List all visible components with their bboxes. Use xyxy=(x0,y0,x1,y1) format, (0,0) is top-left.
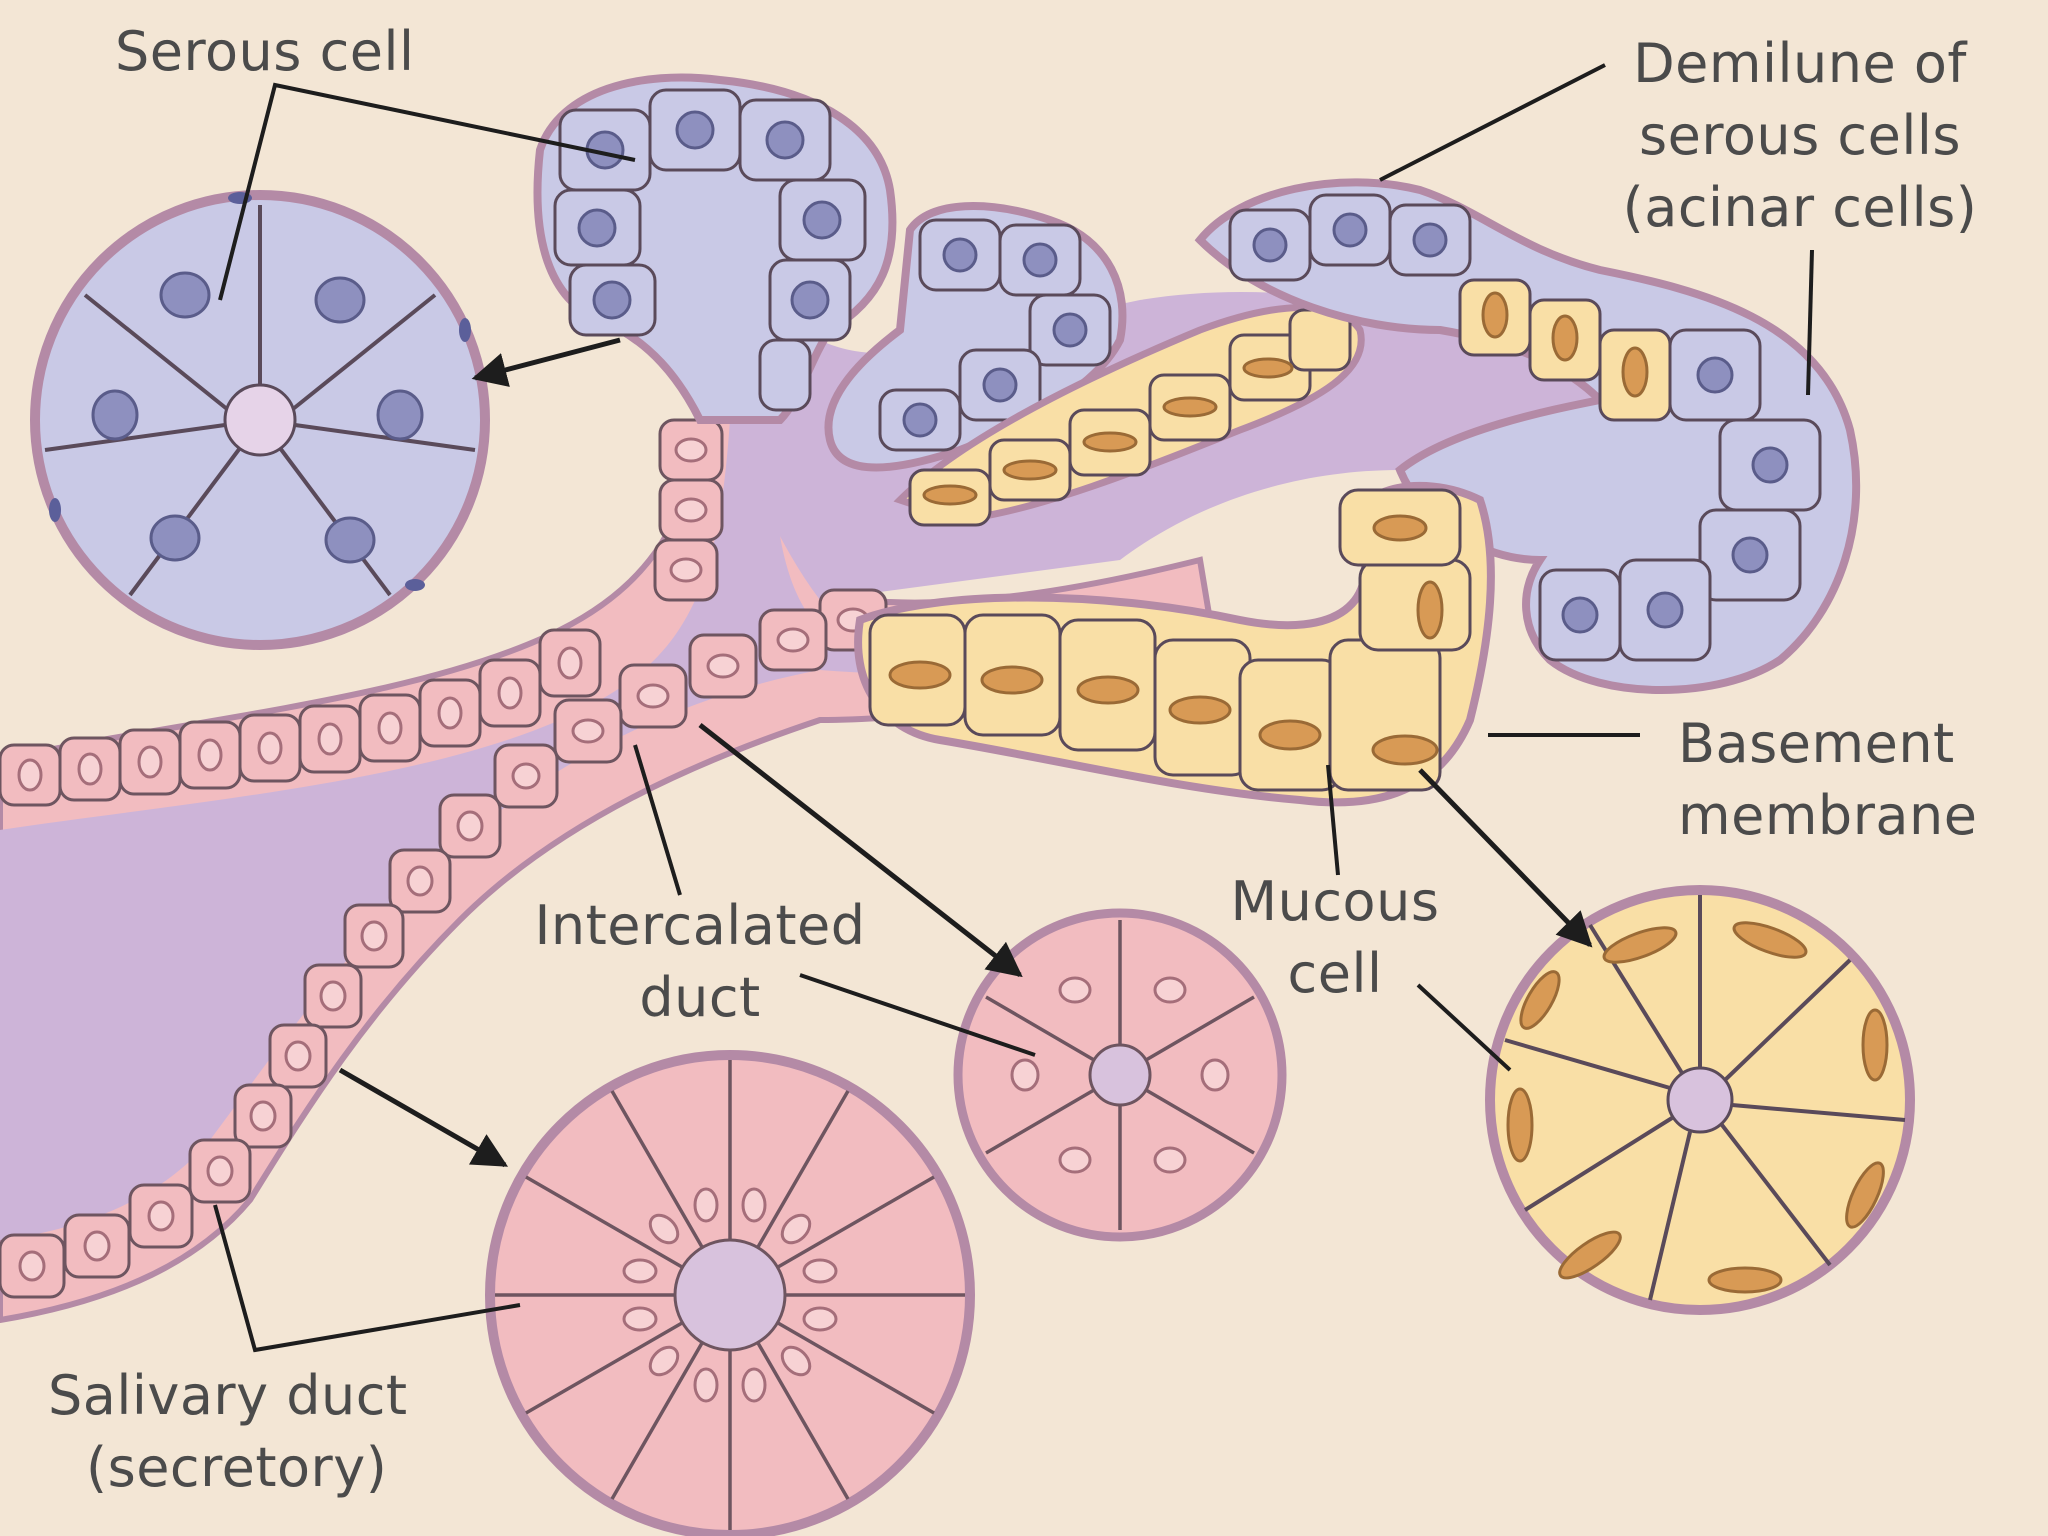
label-intercalated-line1: Intercalated xyxy=(534,894,866,957)
arrow-to-serous-cross xyxy=(471,337,621,387)
duct-cell-nuclei-lower xyxy=(18,607,870,1282)
leader-serous-cell xyxy=(218,82,636,301)
leader-lines xyxy=(213,63,1814,1353)
label-salivary-duct: Salivary duct (secretory) xyxy=(48,1360,408,1504)
label-basement-line1: Basement xyxy=(1678,712,1955,775)
label-serous-cell: Serous cell xyxy=(115,20,415,83)
arrow-to-salivary-cross xyxy=(338,1067,509,1168)
label-demilune: Demilune of serous cells (acinar cells) xyxy=(1600,28,2000,244)
mucous-tubule-upper xyxy=(893,304,1365,527)
leader-mucous-cell-cross xyxy=(1416,983,1512,1072)
leader-salivary-duct xyxy=(213,1204,521,1353)
label-basement-line2: membrane xyxy=(1678,784,1978,847)
label-mucous-line1: Mucous xyxy=(1230,870,1440,933)
serous-acinus-top xyxy=(533,73,897,424)
duct-cell-nuclei-upper xyxy=(17,437,708,792)
salivary-duct-cross-section xyxy=(485,1050,975,1536)
intercalated-duct-cross-section xyxy=(953,908,1287,1242)
leader-intercalated-duct xyxy=(633,744,682,896)
label-demilune-line3: (acinar cells) xyxy=(1622,176,1978,239)
leader-demilune xyxy=(1379,63,1606,182)
serous-acinus-cross-section xyxy=(30,190,490,650)
leader-demilune-right xyxy=(1806,249,1814,396)
label-salivary-line2: (secretory) xyxy=(86,1436,388,1499)
arrow-to-intercalated-cross xyxy=(698,723,1023,978)
leader-intercalated-cross xyxy=(799,973,1036,1057)
arrow-to-mucous-cross xyxy=(1418,768,1593,948)
mucous-acinus-cross-section xyxy=(1485,885,1915,1315)
label-demilune-line1: Demilune of xyxy=(1633,32,1967,95)
leader-mucous-cell-up xyxy=(1326,764,1340,876)
label-basement-membrane: Basement membrane xyxy=(1678,708,1977,852)
label-mucous-cell: Mucous cell xyxy=(1215,866,1455,1010)
arrows xyxy=(338,337,1593,1168)
label-demilune-line2: serous cells xyxy=(1639,104,1961,167)
label-intercalated-line2: duct xyxy=(639,966,761,1029)
label-salivary-line1: Salivary duct xyxy=(48,1364,408,1427)
label-mucous-line2: cell xyxy=(1287,942,1383,1005)
mucous-tubule-lower xyxy=(854,481,1495,807)
salivary-duct-lumen xyxy=(0,420,1210,1240)
label-intercalated-duct: Intercalated duct xyxy=(520,890,880,1034)
duct-cells-lower xyxy=(0,588,888,1299)
serous-demilune-acinus xyxy=(1194,178,1861,694)
